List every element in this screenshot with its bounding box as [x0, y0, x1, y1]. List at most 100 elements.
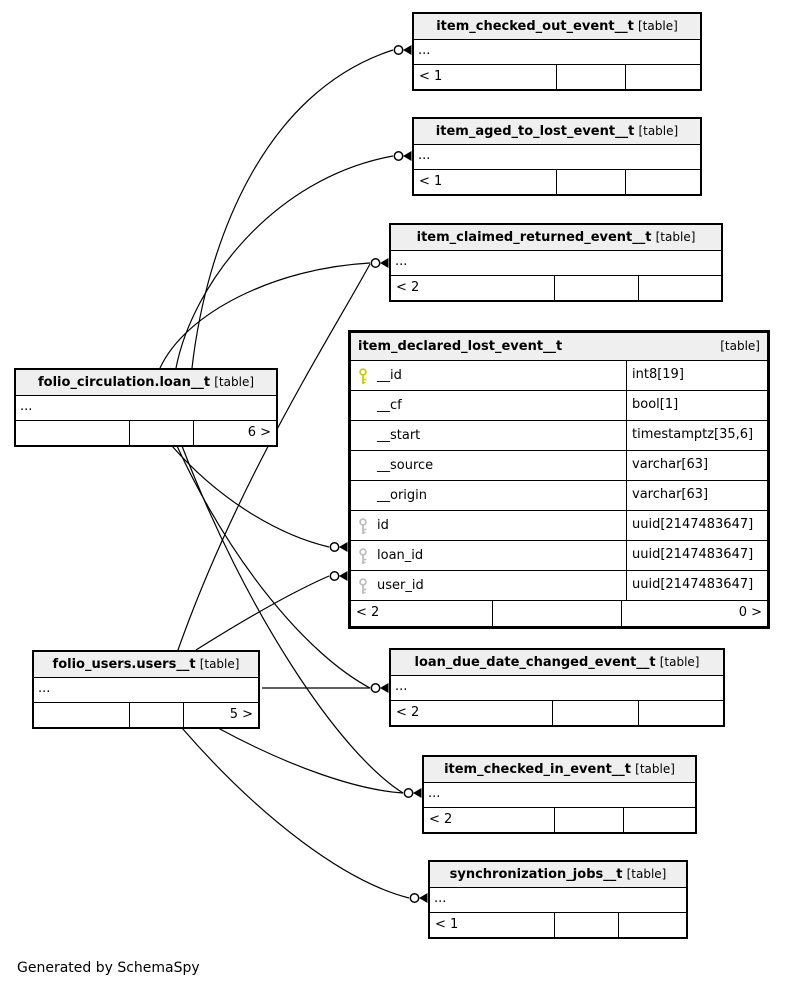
table-tag: [table] [214, 375, 255, 389]
table-folio-users-users[interactable]: folio_users.users__t [table] ... 5 > [32, 650, 260, 729]
table-header: synchronization_jobs__t [table] [430, 862, 686, 888]
footer-middle-cell [130, 421, 195, 445]
table-header: item_declared_lost_event__t [table] [351, 333, 767, 361]
table-footer: < 1 [430, 913, 686, 937]
table-item-checked-out-event[interactable]: item_checked_out_event__t [table] ... < … [412, 12, 702, 91]
table-item-declared-lost-event[interactable]: item_declared_lost_event__t [table] __id… [348, 330, 770, 629]
footer-outgoing-count [619, 913, 686, 937]
column-type: varchar[63] [626, 481, 767, 510]
relationship-edge [171, 445, 330, 548]
table-header: item_aged_to_lost_event__t [table] [414, 119, 700, 145]
table-synchronization-jobs[interactable]: synchronization_jobs__t [table] ... < 1 [428, 860, 688, 939]
footer-middle-cell [557, 170, 626, 194]
footer-middle-cell [130, 703, 185, 727]
foreign-key-icon [357, 517, 373, 534]
column-name: __origin [377, 487, 428, 503]
column-row[interactable]: __origin varchar[63] [351, 480, 767, 510]
table-header: item_checked_out_event__t [table] [414, 14, 700, 40]
footer-middle-cell [555, 276, 639, 300]
table-item-aged-to-lost-event[interactable]: item_aged_to_lost_event__t [table] ... <… [412, 117, 702, 196]
hidden-columns-row[interactable]: ... [34, 678, 258, 703]
hidden-columns-row[interactable]: ... [424, 783, 695, 808]
footer-incoming-count: < 1 [414, 170, 557, 194]
table-footer: < 2 [424, 808, 695, 832]
table-title: item_claimed_returned_event__t [416, 230, 652, 245]
table-title: item_checked_in_event__t [444, 762, 632, 777]
crowfoot-connector [329, 571, 348, 581]
table-footer: < 2 [391, 276, 721, 300]
table-tag: [table] [659, 655, 700, 669]
footer-outgoing-count [626, 65, 700, 89]
primary-key-icon [357, 367, 373, 384]
column-name: loan_id [377, 547, 424, 563]
footer-outgoing-count [639, 701, 723, 725]
footer-incoming-count: < 1 [414, 65, 557, 89]
table-item-checked-in-event[interactable]: item_checked_in_event__t [table] ... < 2 [422, 755, 697, 834]
footer-middle-cell [493, 601, 623, 626]
footer-incoming-count [16, 421, 131, 445]
column-row[interactable]: __cf bool[1] [351, 390, 767, 420]
footer-outgoing-count: 6 > [247, 425, 271, 440]
hidden-columns-row[interactable]: ... [391, 676, 723, 701]
table-header: item_checked_in_event__t [table] [424, 757, 695, 783]
table-footer: < 2 0 > [351, 600, 767, 626]
column-type: timestamptz[35,6] [626, 421, 767, 450]
crowfoot-connector [370, 258, 389, 268]
column-row[interactable]: __source varchar[63] [351, 450, 767, 480]
hidden-columns-row[interactable]: ... [16, 396, 276, 421]
crowfoot-connector [393, 151, 412, 161]
relationship-edge [175, 155, 394, 369]
footer-outgoing-count: 0 > [738, 605, 762, 620]
table-title: item_aged_to_lost_event__t [435, 124, 635, 139]
table-tag: [table] [635, 762, 675, 776]
crowfoot-connector [370, 683, 389, 693]
column-row[interactable]: user_id uuid[2147483647] [351, 570, 767, 600]
table-item-claimed-returned-event[interactable]: item_claimed_returned_event__t [table] .… [389, 223, 723, 302]
hidden-columns-row[interactable]: ... [430, 888, 686, 913]
crowfoot-connector [329, 542, 348, 552]
footer-outgoing-count: 5 > [229, 707, 253, 722]
table-folio-circulation-loan[interactable]: folio_circulation.loan__t [table] ... 6 … [14, 368, 278, 447]
foreign-key-icon [357, 547, 373, 564]
table-header: item_claimed_returned_event__t [table] [391, 225, 721, 251]
footer-incoming-count: < 1 [430, 913, 555, 937]
key-icon-slot [357, 398, 373, 414]
table-footer: < 2 [391, 701, 723, 725]
table-header: folio_users.users__t [table] [34, 652, 258, 678]
relationship-edge [191, 49, 394, 369]
relationship-edge [159, 262, 371, 369]
hidden-columns-row[interactable]: ... [414, 145, 700, 170]
footer-outgoing-count [626, 170, 700, 194]
column-name: user_id [377, 577, 424, 593]
relationship-edge [181, 727, 410, 899]
column-name: __start [377, 427, 421, 443]
column-type: varchar[63] [626, 451, 767, 480]
column-type: bool[1] [626, 391, 767, 420]
table-title: item_declared_lost_event__t [358, 339, 563, 354]
relationship-edge [181, 445, 404, 794]
column-row[interactable]: id uuid[2147483647] [351, 510, 767, 540]
hidden-columns-row[interactable]: ... [414, 40, 700, 65]
footer-outgoing-count [624, 808, 695, 832]
column-name: __source [377, 457, 434, 473]
table-loan-due-date-changed-event[interactable]: loan_due_date_changed_event__t [table] .… [389, 648, 725, 727]
table-title: item_checked_out_event__t [436, 19, 634, 34]
footer-outgoing-count [639, 276, 721, 300]
generated-by-note: Generated by SchemaSpy [17, 960, 200, 976]
relationship-edge [217, 727, 404, 794]
key-icon-slot [357, 458, 373, 474]
foreign-key-icon [357, 577, 373, 594]
hidden-columns-row[interactable]: ... [391, 251, 721, 276]
column-row[interactable]: __id int8[19] [351, 361, 767, 390]
column-row[interactable]: loan_id uuid[2147483647] [351, 540, 767, 570]
footer-middle-cell [553, 701, 639, 725]
table-header: loan_due_date_changed_event__t [table] [391, 650, 723, 676]
relationship-edge [177, 263, 371, 651]
column-row[interactable]: __start timestamptz[35,6] [351, 420, 767, 450]
footer-incoming-count [34, 703, 131, 727]
table-title: synchronization_jobs__t [449, 867, 623, 882]
column-name: __id [377, 367, 402, 383]
table-title: folio_users.users__t [52, 657, 196, 672]
